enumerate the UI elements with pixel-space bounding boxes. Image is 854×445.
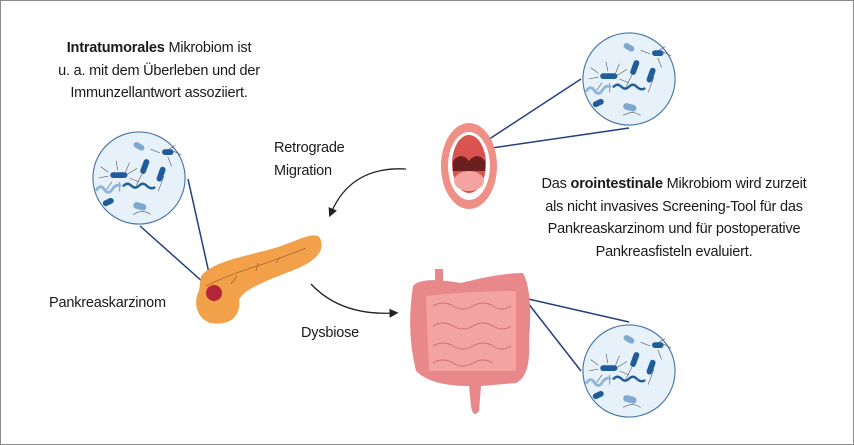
pancreatic-carcinoma-label: Pankreaskarzinom: [49, 295, 166, 311]
retrograde-migration-label: Retrograde Migration: [274, 137, 345, 182]
dysbiosis-arrow: [310, 283, 399, 318]
note-line: Pankreasfisteln evaluiert.: [595, 243, 753, 260]
orointestinal-microbiome-note: Das orointestinale Mikrobiom wird zurzei…: [519, 173, 829, 263]
dysbiosis-label: Dysbiose: [301, 325, 360, 341]
bacteria-magnifier-oral: [581, 31, 677, 127]
label-line: Migration: [274, 162, 332, 179]
intestine-illustration: [410, 269, 531, 415]
intratumoral-microbiome-note: Intratumorales Mikrobiom ist u. a. mit d…: [41, 37, 277, 105]
note-bold: orointestinale: [570, 176, 663, 192]
bacteria-magnifier-tumor: [91, 130, 187, 226]
retrograde-migration-arrow: [328, 168, 407, 218]
note-line: Mikrobiom ist: [164, 40, 252, 56]
note-line: Mikrobiom wird zurzeit: [662, 176, 807, 192]
note-line: Pankreaskarzinom und für postoperative: [547, 221, 801, 237]
pancreas-illustration: [196, 235, 322, 324]
note-line: u. a. mit dem Überleben und der: [58, 62, 260, 79]
note-line: Das: [541, 176, 571, 192]
note-line: als nicht invasives Screening-Tool für d…: [545, 198, 803, 215]
label-line: Retrograde: [274, 140, 345, 156]
note-bold: Intratumorales: [66, 40, 165, 56]
note-line: Immunzellantwort assoziiert.: [70, 85, 248, 101]
bacteria-magnifier-gut: [581, 323, 677, 419]
mouth-illustration: [441, 123, 497, 209]
